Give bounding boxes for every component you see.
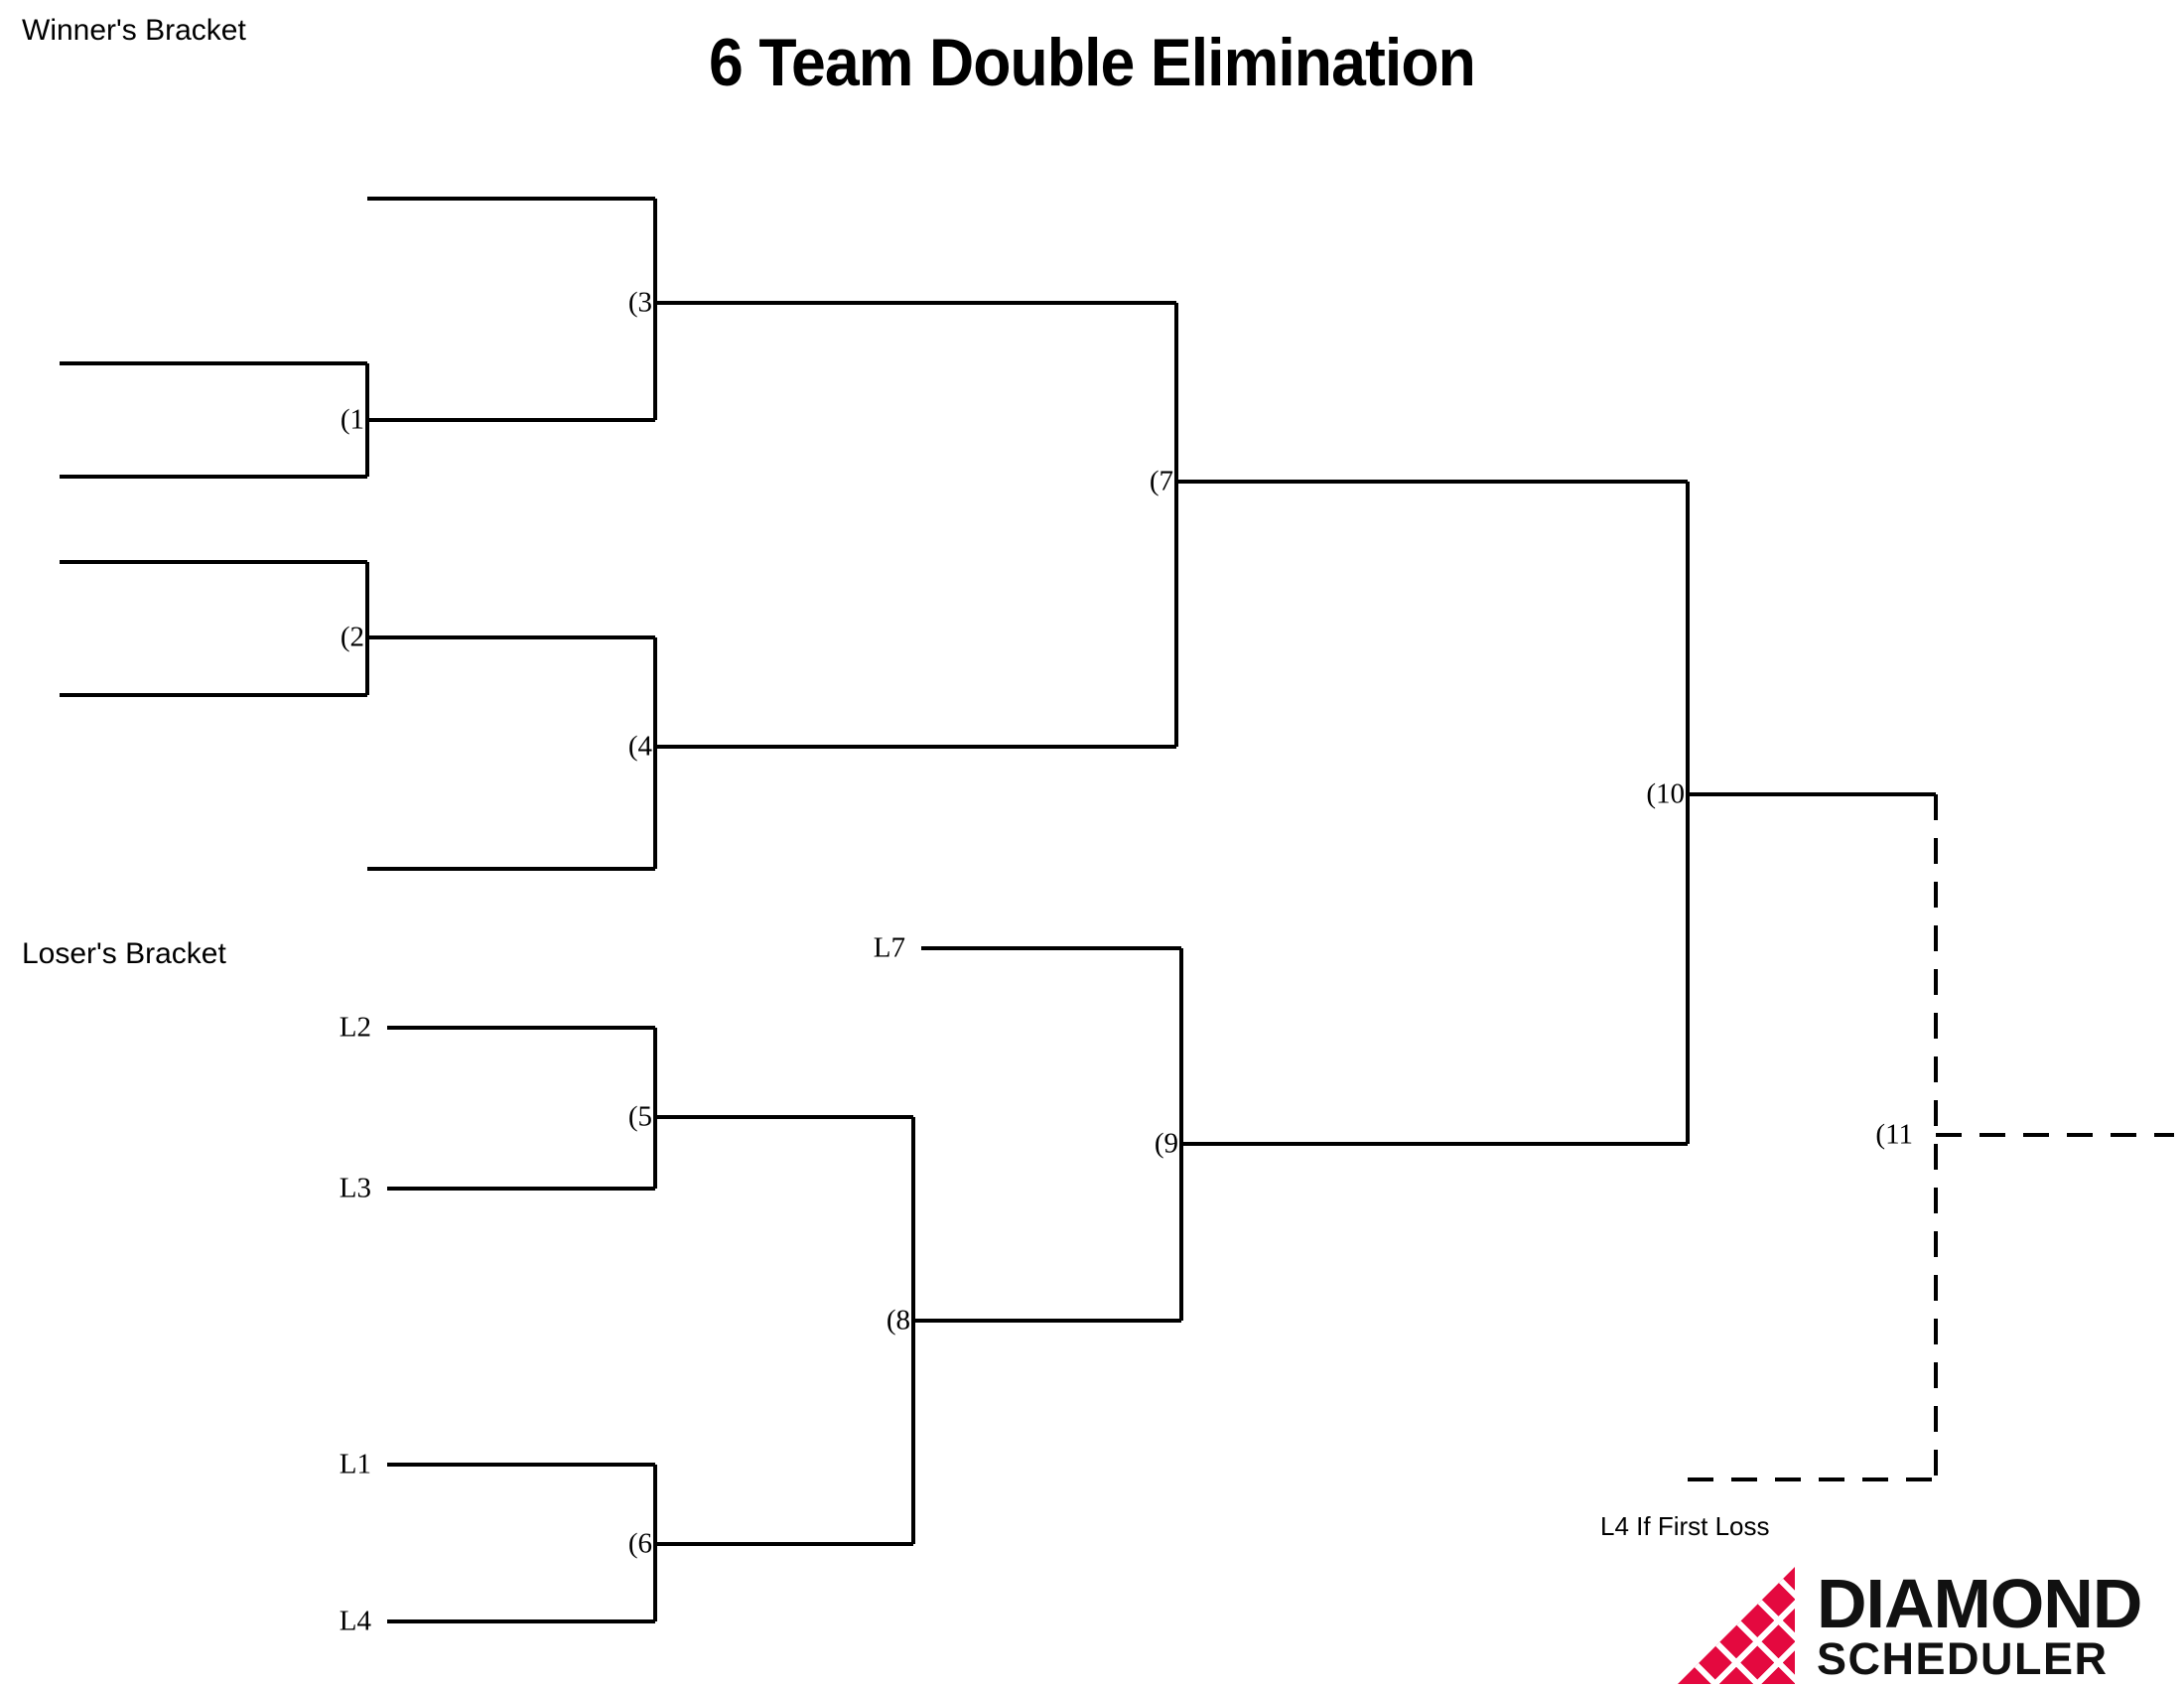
diamond-scheduler-logo: DIAMOND SCHEDULER — [1678, 1564, 2142, 1684]
game-label-11[interactable]: (11 — [1875, 1118, 1913, 1151]
diamond-lattice-icon — [1678, 1567, 1795, 1684]
game-label-10[interactable]: (10 — [1646, 777, 1685, 810]
seed-label-l1[interactable]: L1 — [339, 1448, 371, 1480]
game-label-9[interactable]: (9 — [1154, 1127, 1178, 1160]
game-label-1[interactable]: (1 — [340, 403, 364, 436]
logo-wordmark: DIAMOND SCHEDULER — [1817, 1564, 2142, 1684]
l4-if-first-loss-note: L4 If First Loss — [1600, 1511, 1770, 1541]
losers-bracket-header: Loser's Bracket — [22, 937, 226, 970]
game-label-5[interactable]: (5 — [627, 1100, 652, 1133]
game-label-4[interactable]: (4 — [627, 730, 652, 763]
game-label-2[interactable]: (2 — [340, 621, 364, 653]
game-label-8[interactable]: (8 — [886, 1304, 910, 1336]
game-label-7[interactable]: (7 — [1149, 465, 1173, 497]
page-title: 6 Team Double Elimination — [709, 25, 1476, 100]
winners-bracket-header: Winner's Bracket — [22, 14, 246, 47]
logo-word-scheduler: SCHEDULER — [1817, 1633, 2109, 1684]
game-label-3[interactable]: (3 — [627, 286, 652, 319]
seed-label-l2[interactable]: L2 — [339, 1011, 371, 1044]
seed-label-l3[interactable]: L3 — [339, 1172, 371, 1204]
seed-label-l7[interactable]: L7 — [873, 931, 905, 964]
seed-label-l4[interactable]: L4 — [339, 1605, 371, 1637]
game-label-6[interactable]: (6 — [627, 1527, 652, 1560]
logo-word-diamond: DIAMOND — [1817, 1564, 2142, 1642]
